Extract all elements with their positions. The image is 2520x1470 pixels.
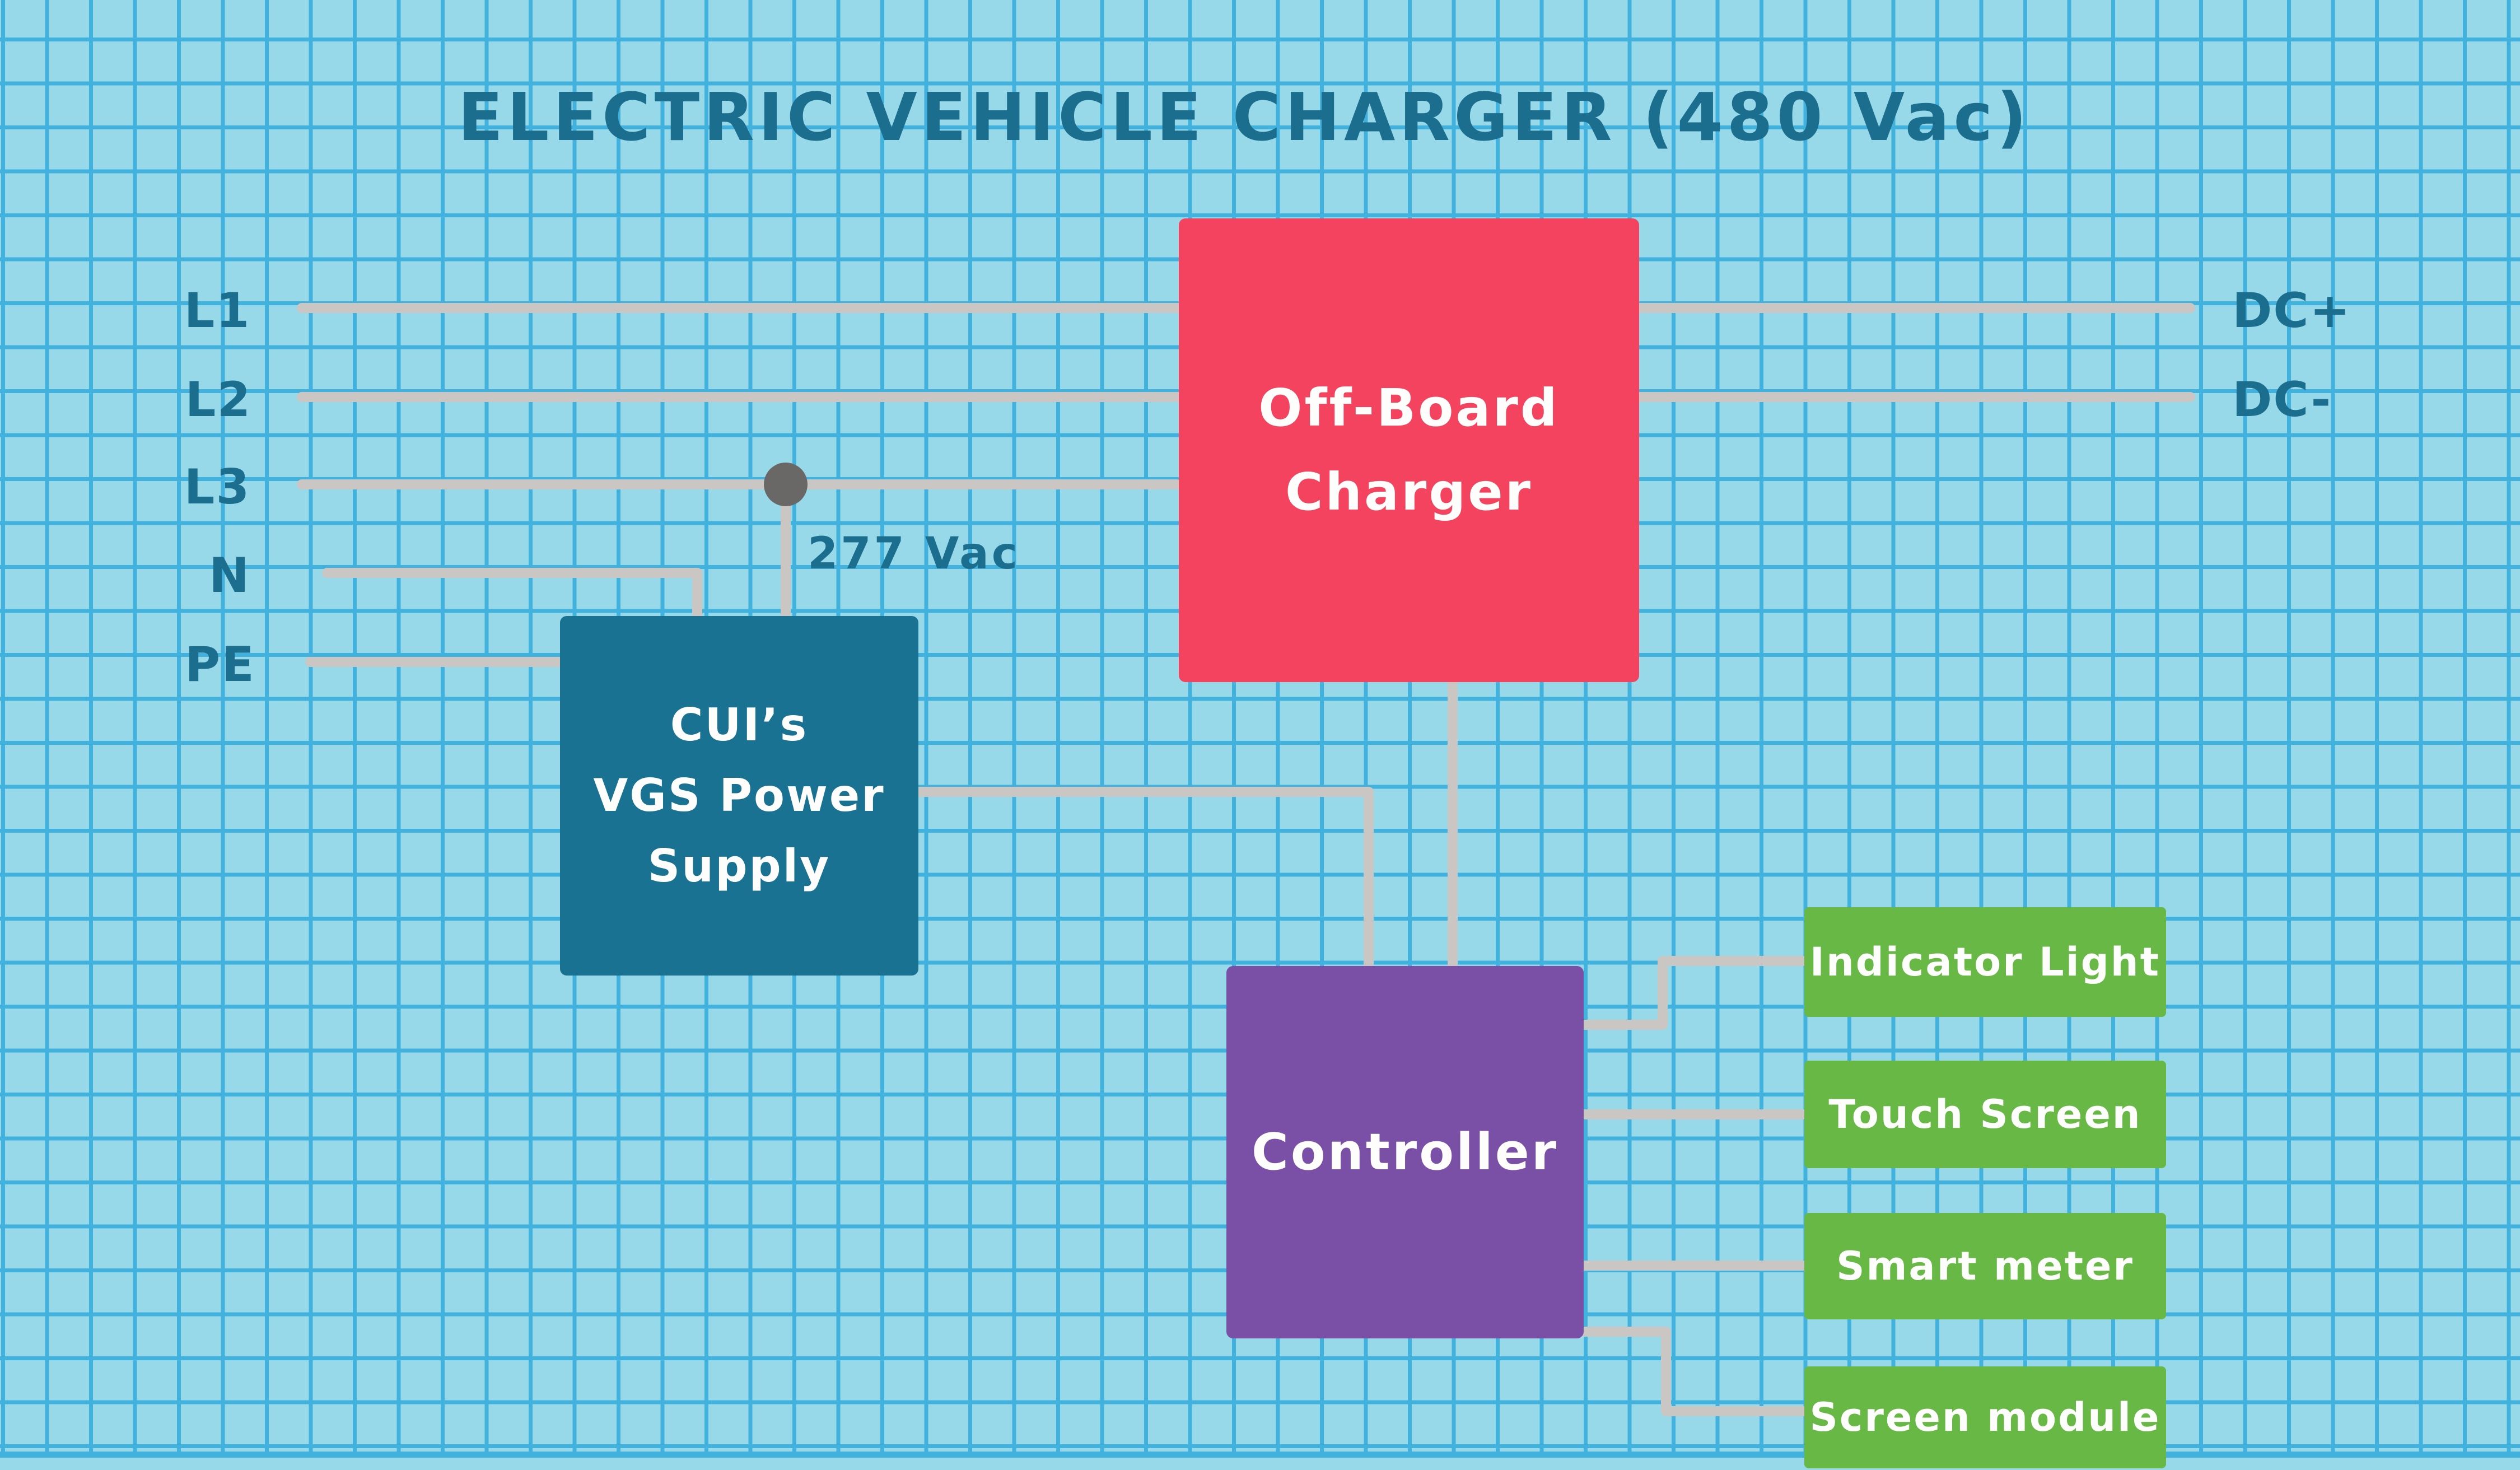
junction-dot bbox=[764, 463, 808, 506]
wire-indicator-up bbox=[1658, 956, 1668, 1029]
wire-indicator-b bbox=[1658, 956, 1808, 966]
controller-label: Controller bbox=[1251, 1123, 1559, 1182]
touch-screen-label: Touch Screen bbox=[1828, 1091, 2142, 1137]
diagram-title: ELECTRIC VEHICLE CHARGER (480 Vac) bbox=[458, 78, 2031, 156]
wire-smart-meter bbox=[1579, 1261, 1808, 1271]
peripheral-box-smart-meter: Smart meter bbox=[1804, 1213, 2166, 1319]
power-supply-label-line2: VGS Power bbox=[593, 769, 885, 822]
wire-pe bbox=[305, 657, 568, 667]
peripheral-box-indicator-light: Indicator Light bbox=[1804, 907, 2166, 1017]
tap-voltage-label: 277 Vac bbox=[808, 529, 1020, 579]
wire-l3 bbox=[297, 479, 1182, 489]
label-dc-minus: DC- bbox=[2232, 372, 2332, 428]
wire-indicator-a bbox=[1579, 1020, 1668, 1030]
power-supply-box: CUI’s VGS Power Supply bbox=[560, 616, 918, 976]
label-l2: L2 bbox=[185, 372, 252, 428]
power-supply-label-line3: Supply bbox=[647, 840, 831, 892]
wire-touch-screen bbox=[1579, 1109, 1808, 1119]
wire-l3-tap-drop bbox=[781, 482, 791, 624]
wire-screen-a bbox=[1579, 1327, 1671, 1337]
controller-box: Controller bbox=[1226, 966, 1584, 1338]
peripheral-box-screen-module: Screen module bbox=[1804, 1366, 2166, 1468]
screen-module-label: Screen module bbox=[1809, 1394, 2161, 1440]
smart-meter-label: Smart meter bbox=[1836, 1243, 2134, 1289]
wire-n bbox=[322, 568, 702, 578]
power-supply-label-line1: CUI’s bbox=[670, 699, 809, 751]
off-board-charger-label-line1: Off-Board bbox=[1258, 378, 1560, 438]
indicator-light-label: Indicator Light bbox=[1809, 939, 2161, 985]
label-l1: L1 bbox=[184, 283, 251, 339]
off-board-charger-box: Off-Board Charger bbox=[1179, 218, 1639, 682]
wire-charger-drop bbox=[1448, 678, 1458, 974]
peripheral-box-touch-screen: Touch Screen bbox=[1804, 1061, 2166, 1168]
label-n: N bbox=[209, 548, 250, 604]
wire-screen-down bbox=[1661, 1327, 1671, 1416]
label-dc-plus: DC+ bbox=[2232, 283, 2351, 339]
wire-psu-to-controller bbox=[913, 787, 1374, 797]
wire-psu-drop bbox=[1364, 787, 1374, 974]
wire-n-drop bbox=[692, 568, 702, 624]
label-pe: PE bbox=[185, 637, 255, 693]
grid-bottom-rule bbox=[0, 1452, 2520, 1458]
wire-screen-b bbox=[1661, 1406, 1808, 1416]
off-board-charger-label-line2: Charger bbox=[1285, 462, 1533, 522]
label-l3: L3 bbox=[184, 459, 251, 515]
